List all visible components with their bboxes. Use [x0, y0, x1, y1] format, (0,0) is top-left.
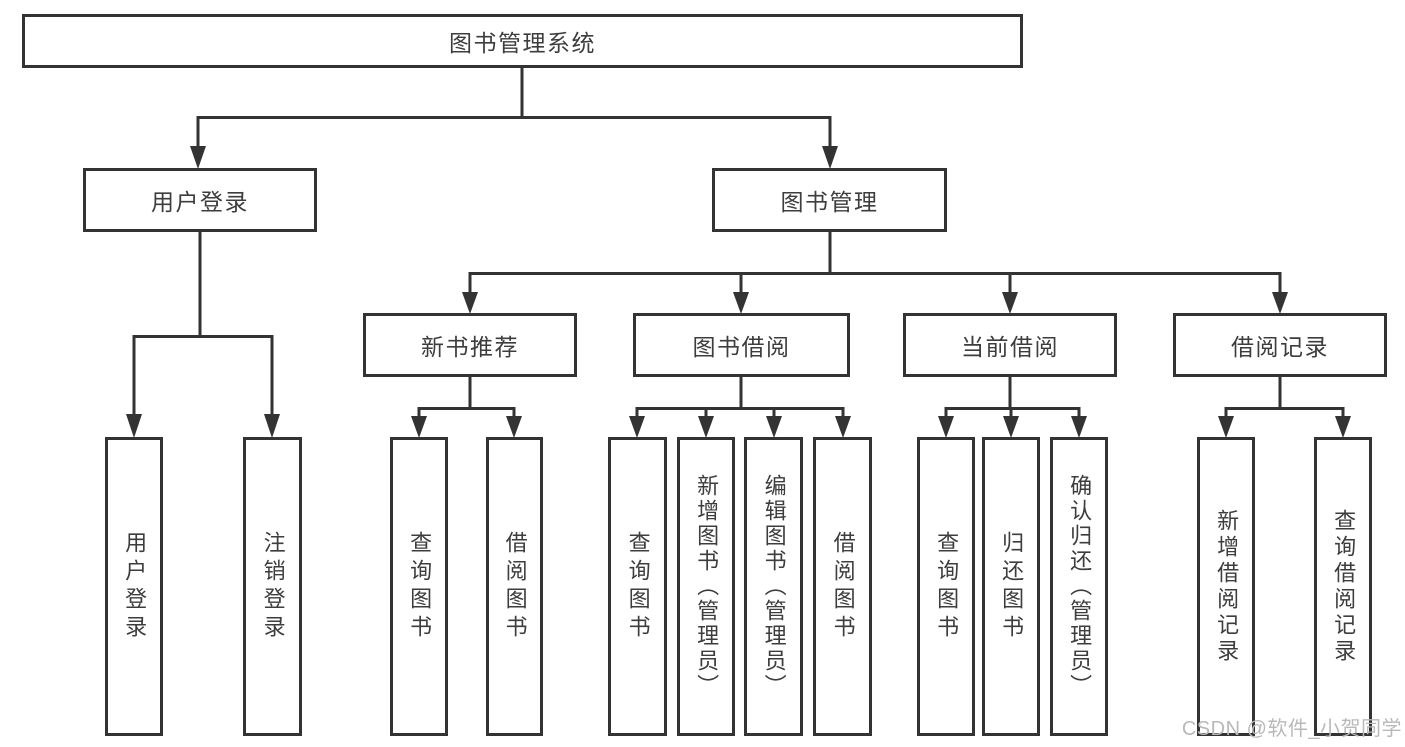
arrow-down-icon [1272, 292, 1288, 314]
leaf-query-books-recommend: 查询图书 [390, 437, 448, 736]
node-new-book-recommend: 新书推荐 [363, 313, 577, 377]
leaf-query-books-current: 查询图书 [917, 437, 975, 736]
arrow-down-icon [733, 292, 749, 314]
arrow-down-icon [126, 414, 142, 438]
leaf-borrow-books-2: 借阅图书 [813, 437, 872, 736]
arrow-down-icon [1071, 416, 1087, 438]
arrow-down-icon [264, 414, 280, 438]
arrow-down-icon [1335, 416, 1351, 438]
arrow-down-icon [190, 146, 206, 169]
arrow-down-icon [822, 146, 838, 169]
arrow-down-icon [411, 416, 427, 438]
node-book-management: 图书管理 [712, 168, 947, 232]
arrow-down-icon [938, 416, 954, 438]
leaf-add-book-admin: 新增图书（管理员） [677, 437, 735, 736]
leaf-user-login: 用户登录 [105, 437, 163, 736]
node-library-system: 图书管理系统 [22, 14, 1023, 68]
csdn-watermark: CSDN @软件_小贺同学 [1181, 718, 1402, 740]
arrow-down-icon [766, 416, 782, 438]
arrow-down-icon [629, 416, 645, 438]
node-user-login: 用户登录 [83, 168, 317, 232]
arrow-down-icon [1002, 292, 1018, 314]
leaf-query-borrow-record: 查询借阅记录 [1314, 437, 1372, 736]
arrow-down-icon [1003, 416, 1019, 438]
arrow-down-icon [462, 292, 478, 314]
arrow-down-icon [506, 416, 522, 438]
arrow-down-icon [1218, 416, 1234, 438]
arrow-down-icon [698, 416, 714, 438]
arrow-down-icon [835, 416, 851, 438]
leaf-return-book: 归还图书 [982, 437, 1040, 736]
leaf-query-books-borrow: 查询图书 [608, 437, 667, 736]
leaf-add-borrow-record: 新增借阅记录 [1197, 437, 1255, 736]
leaf-edit-book-admin: 编辑图书（管理员） [744, 437, 803, 736]
node-current-borrow: 当前借阅 [903, 313, 1117, 377]
node-borrow-records: 借阅记录 [1173, 313, 1387, 377]
node-book-borrow: 图书借阅 [633, 313, 850, 377]
leaf-logout: 注销登录 [243, 437, 302, 736]
leaf-confirm-return-admin: 确认归还（管理员） [1050, 437, 1108, 736]
leaf-borrow-books-recommend: 借阅图书 [486, 437, 543, 736]
